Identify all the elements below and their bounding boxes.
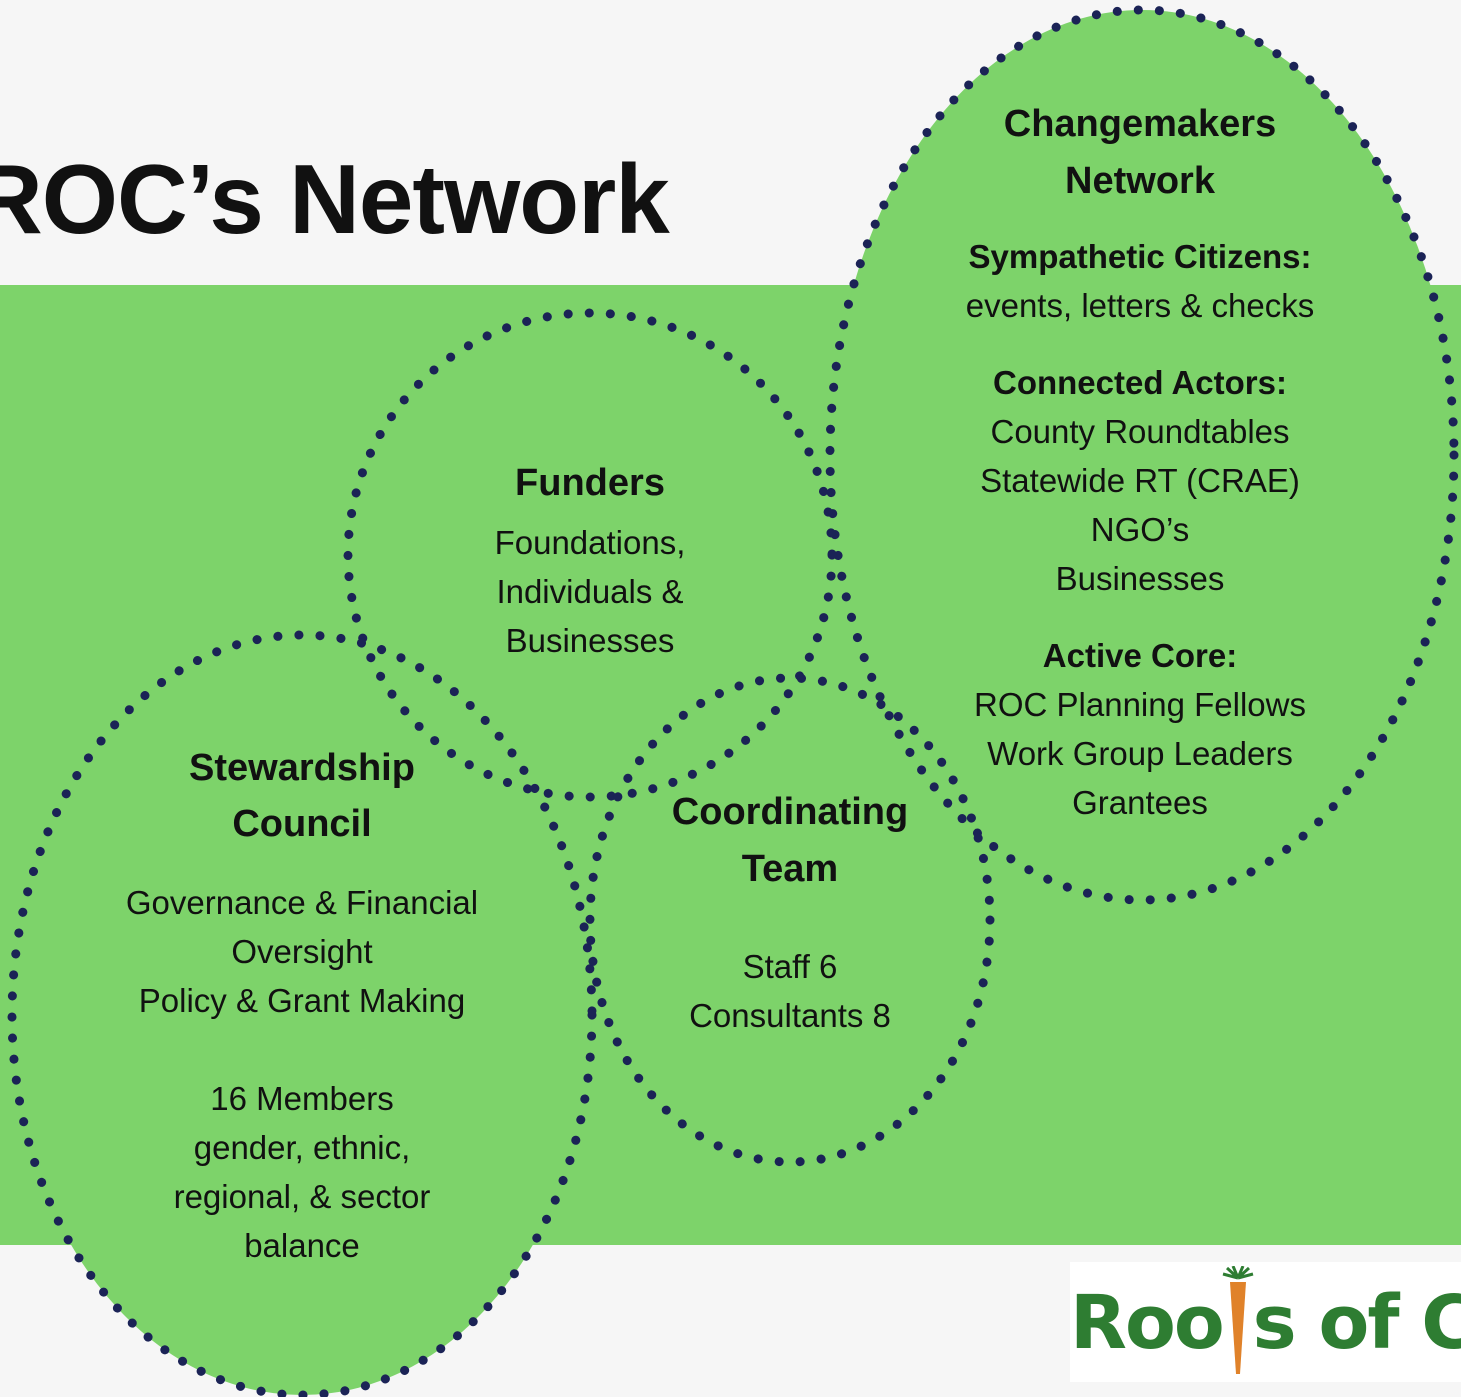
coordinating-line	[620, 898, 960, 942]
active-core-line: ROC Planning Fellows	[974, 686, 1306, 723]
coordinating-line: Staff 6	[742, 948, 838, 985]
roots-of-change-logo: Roo s of Ch	[1070, 1262, 1461, 1382]
active-core-line: Work Group Leaders	[987, 735, 1293, 772]
coordinating-label: Coordinating Team Staff 6 Consultants 8	[620, 784, 960, 1040]
changemakers-title-line2: Network	[1065, 160, 1215, 202]
carrot-icon	[1222, 1265, 1254, 1374]
stewardship-title-line2: Council	[232, 803, 372, 845]
logo-text: Roo s of Ch	[1070, 1265, 1461, 1378]
changemakers-circle-fill	[830, 10, 1454, 900]
stewardship-line: Oversight	[231, 933, 373, 970]
funders-title: Funders	[515, 462, 665, 504]
connected-actors-line: NGO’s	[1090, 511, 1190, 548]
stewardship-line: regional, & sector	[173, 1178, 431, 1215]
sympathetic-citizens-heading: Sympathetic Citizens:	[968, 238, 1312, 275]
page-title: ROC’s Network	[0, 144, 670, 254]
active-core-line: Grantees	[1072, 784, 1208, 821]
stewardship-line	[62, 1025, 542, 1074]
stewardship-line: gender, ethnic,	[193, 1129, 411, 1166]
sympathetic-citizens-line: events, letters & checks	[965, 287, 1315, 324]
funders-circle-fill	[348, 313, 832, 797]
logo-text-part2: s of Ch	[1252, 1280, 1461, 1366]
connected-actors-line: County Roundtables	[990, 413, 1290, 450]
coordinating-title-line2: Team	[741, 848, 839, 890]
stewardship-line: 16 Members	[210, 1080, 394, 1117]
coordinating-circle	[585, 673, 995, 1167]
stewardship-line: Policy & Grant Making	[138, 982, 466, 1019]
changemakers-label: Changemakers Network Sympathetic Citizen…	[880, 96, 1400, 827]
stewardship-title-line1: Stewardship	[189, 747, 415, 789]
stewardship-label: Stewardship Council Governance & Financi…	[62, 740, 542, 1270]
funders-line: Businesses	[505, 622, 675, 659]
changemakers-title-line1: Changemakers	[1003, 103, 1277, 145]
active-core-heading: Active Core:	[1042, 637, 1238, 674]
coordinating-line: Consultants 8	[689, 997, 891, 1034]
logo-text-part1: Roo	[1070, 1280, 1225, 1366]
funders-line: Foundations,	[494, 524, 686, 561]
connected-actors-heading: Connected Actors:	[993, 364, 1287, 401]
stewardship-line: Governance & Financial	[125, 884, 479, 921]
funders-circle	[343, 308, 837, 802]
stewardship-line: balance	[244, 1227, 360, 1264]
coordinating-circle-fill	[590, 678, 990, 1162]
stewardship-circle-fill	[12, 635, 592, 1395]
connected-actors-line: Statewide RT (CRAE)	[980, 462, 1300, 499]
stewardship-circle	[7, 630, 597, 1397]
funders-label: Funders Foundations, Individuals & Busin…	[440, 456, 740, 665]
connected-actors-line: Businesses	[1055, 560, 1225, 597]
funders-line: Individuals &	[496, 573, 684, 610]
coordinating-title-line1: Coordinating	[671, 791, 909, 833]
changemakers-circle	[825, 5, 1459, 905]
